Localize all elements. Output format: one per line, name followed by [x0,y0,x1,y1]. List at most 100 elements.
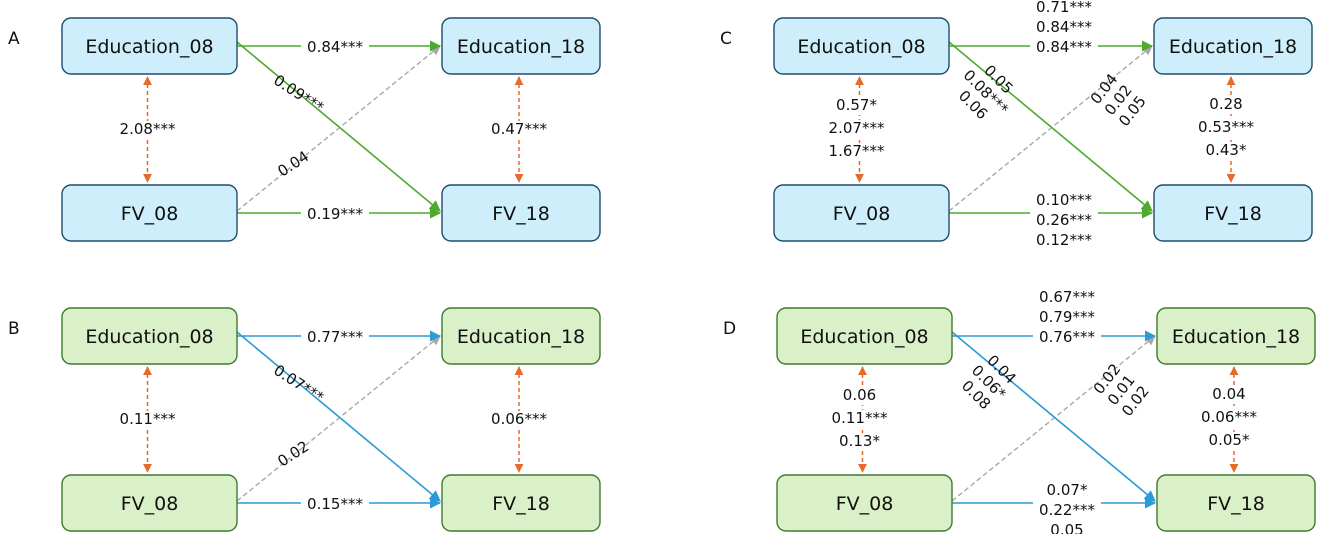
node-fv-18-box [441,184,601,242]
node-fv-08-box [61,184,238,242]
label-background [825,410,894,428]
label-fv-path: 0.12*** [1036,231,1092,249]
node-fv-18-box [1156,474,1316,532]
path-education08-to-fv18 [236,41,441,212]
path-education08-to-fv18 [948,41,1153,212]
label-background [301,329,369,347]
node-education-18-box [441,17,601,75]
label-background [1192,96,1260,114]
node-education-08-box [773,17,950,75]
label-background [113,121,182,139]
node-education-18-label: Education_18 [1169,36,1297,58]
label-education08-fv18-group: 0.07*** [270,361,327,407]
node-education-18-box [1156,307,1316,365]
node-fv-08-label: FV_08 [836,493,894,515]
label-background [1030,0,1098,17]
label-covariance-18: 0.06*** [1201,408,1257,426]
label-background [301,206,369,224]
label-education-path: 0.77*** [307,328,363,346]
label-background [301,496,369,514]
label-fv08-education18-group: 0.02 [274,437,312,470]
node-education-08-box [776,307,953,365]
label-background [1192,142,1260,160]
label-covariance-08: 0.11*** [120,410,176,428]
node-fv-18-box [1153,184,1313,242]
path-fv08-to-education18 [951,335,1156,502]
label-background [1033,502,1101,520]
node-fv-18-label: FV_18 [492,493,550,515]
node-education-18-label: Education_18 [1172,326,1300,348]
path-education08-to-fv18 [951,331,1156,502]
label-background [822,97,891,115]
label-education08-fv18-group: 0.050.08***0.06 [955,61,1017,123]
label-education-path: 0.79*** [1039,308,1095,326]
node-education-08-box [61,17,238,75]
label-fv-path: 0.26*** [1036,211,1092,229]
label-covariance-08: 2.08*** [120,120,176,138]
path-education08-to-fv18 [236,331,441,502]
label-education-path: 0.71*** [1036,0,1092,16]
label-background [485,121,553,139]
node-education-18-label: Education_18 [457,36,585,58]
label-covariance-08: 0.11*** [832,409,888,427]
node-fv-18-label: FV_18 [492,203,550,225]
label-background [1030,232,1098,250]
node-fv-08-box [773,184,950,242]
label-fv08-education18-group: 0.04 [274,147,312,180]
label-covariance-08: 1.67*** [829,142,885,160]
label-fv-path: 0.05 [1050,521,1083,534]
label-education-path: 0.67*** [1039,288,1095,306]
node-fv-08-label: FV_08 [833,203,891,225]
label-fv-path: 0.15*** [307,495,363,513]
label-education08-fv18: 0.09*** [270,71,327,117]
label-covariance-08: 0.57* [836,96,877,114]
node-education-08-label: Education_08 [797,36,925,58]
node-fv-18-label: FV_18 [1207,493,1265,515]
label-background [1195,409,1263,427]
node-education-18-box [441,307,601,365]
label-covariance-08: 2.07*** [829,119,885,137]
node-fv-08-box [61,474,238,532]
label-background [1192,119,1260,137]
panel-letter: A [8,29,20,49]
label-education08-fv18: 0.07*** [270,361,327,407]
label-fv-path: 0.07* [1047,481,1088,499]
label-covariance-08: 0.06 [843,386,876,404]
node-education-18-label: Education_18 [457,326,585,348]
label-covariance-18: 0.47*** [491,120,547,138]
label-background [825,433,894,451]
label-fv08-education18: 0.04 [274,147,312,180]
path-fv08-to-education18 [236,335,441,502]
label-background [1033,482,1101,500]
node-education-08-label: Education_08 [800,326,928,348]
node-fv-18-box [441,474,601,532]
node-education-18-box [1153,17,1313,75]
label-background [1033,309,1101,327]
label-background [1030,19,1098,37]
label-background [822,120,891,138]
label-fv-path: 0.10*** [1036,191,1092,209]
label-background [1030,39,1098,57]
label-fv08-education18: 0.02 [274,437,312,470]
panel-letter: C [720,29,732,49]
label-background [113,411,182,429]
panel-letter: B [8,319,20,339]
label-background [485,411,553,429]
node-fv-08-box [776,474,953,532]
label-background [1033,329,1101,347]
label-background [1030,192,1098,210]
node-education-08-label: Education_08 [85,36,213,58]
label-background [1195,432,1263,450]
label-education-path: 0.76*** [1039,328,1095,346]
panel-letter: D [723,319,736,339]
label-background [1195,386,1263,404]
node-education-08-box [61,307,238,365]
label-education-path: 0.84*** [1036,18,1092,36]
node-fv-08-label: FV_08 [121,493,179,515]
label-background [301,39,369,57]
node-fv-08-label: FV_08 [121,203,179,225]
label-covariance-18: 0.28 [1209,95,1242,113]
